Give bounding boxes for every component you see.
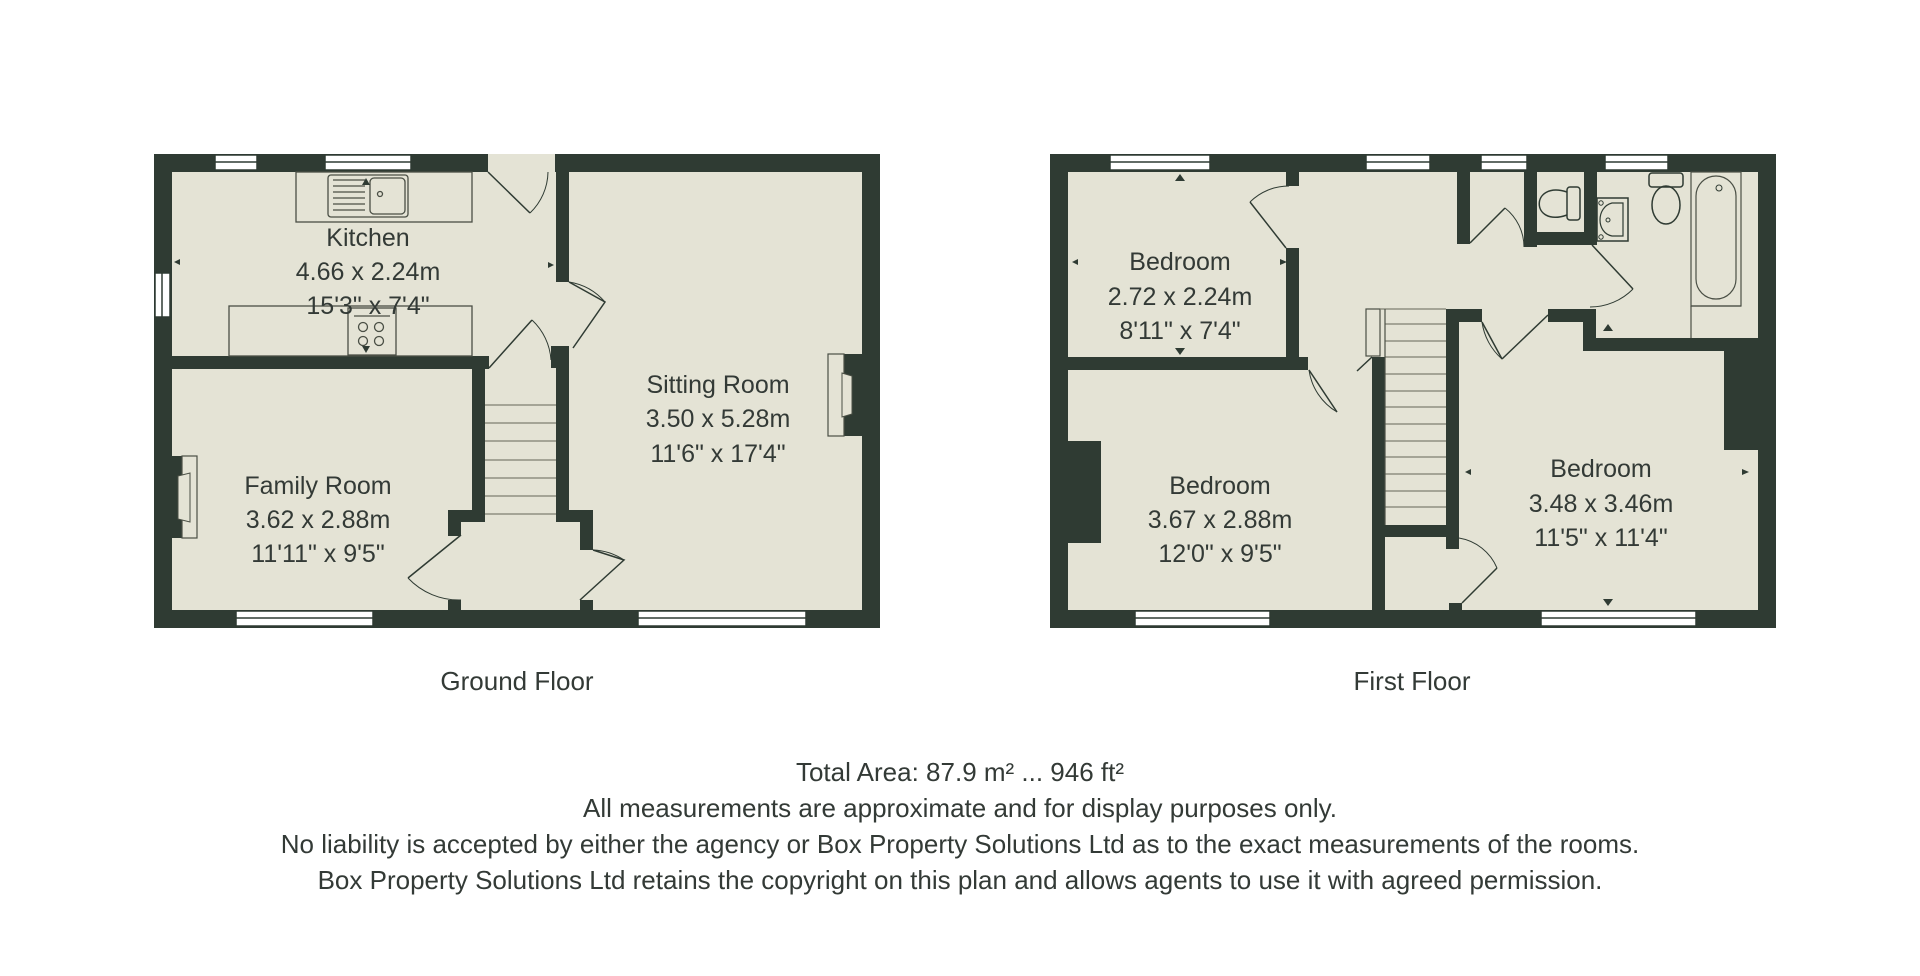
fireplace-icon [827, 353, 862, 437]
footer-notes: Total Area: 87.9 m² ... 946 ft² All meas… [0, 754, 1920, 898]
first-floor-doors [1249, 185, 1634, 604]
kitchen-imperial: 15'3" x 7'4" [306, 292, 429, 320]
family-room-metric: 3.62 x 2.88m [246, 506, 391, 534]
ground-floor-label: Ground Floor [440, 666, 594, 696]
first-floor-windows [1109, 154, 1697, 627]
first-floor-dimension-markers [1072, 174, 1749, 606]
sitting-room-imperial: 11'6" x 17'4" [650, 440, 785, 468]
ground-floor-plan: Kitchen 4.66 x 2.24m 15'3" x 7'4" Family… [154, 154, 880, 628]
bedroom-3-metric: 3.48 x 3.46m [1529, 490, 1674, 518]
disclaimer-approximate: All measurements are approximate and for… [583, 793, 1337, 823]
hob-icon [347, 307, 397, 356]
bedroom-2-name: Bedroom [1169, 472, 1270, 500]
ground-floor-windows [154, 154, 807, 627]
sink-icon [327, 174, 409, 218]
ground-floor-interior-walls [154, 172, 593, 612]
bedroom-3-imperial: 11'5" x 11'4" [1534, 524, 1667, 552]
ground-floor-stairs [485, 404, 556, 515]
bedroom-1-imperial: 8'11" x 7'4" [1119, 317, 1240, 345]
first-floor-plan: Bedroom 2.72 x 2.24m 8'11" x 7'4" Bedroo… [1050, 154, 1776, 628]
sitting-room-name: Sitting Room [646, 371, 789, 399]
sitting-room-metric: 3.50 x 5.28m [646, 405, 791, 433]
bedroom-1-name: Bedroom [1129, 248, 1230, 276]
bedroom-2-metric: 3.67 x 2.88m [1148, 506, 1293, 534]
disclaimer-copyright: Box Property Solutions Ltd retains the c… [317, 865, 1603, 895]
family-room-name: Family Room [244, 472, 391, 500]
total-area: Total Area: 87.9 m² ... 946 ft² [795, 757, 1125, 787]
ground-floor-doors [407, 171, 626, 601]
disclaimer-liability: No liability is accepted by either the a… [280, 829, 1640, 859]
kitchen-counters [228, 171, 473, 357]
family-room-imperial: 11'11" x 9'5" [251, 540, 384, 568]
fireplace-icon [172, 455, 198, 539]
toilet-icon [1648, 172, 1684, 188]
first-floor-label: First Floor [1353, 666, 1471, 696]
first-floor-stairs [1365, 308, 1446, 525]
first-floor-interior-walls [1068, 172, 1758, 612]
bedroom-3-name: Bedroom [1550, 455, 1651, 483]
basin-icon [1596, 197, 1629, 242]
kitchen-name: Kitchen [326, 224, 409, 252]
toilet-icon [1566, 186, 1581, 221]
bathroom-fixtures [1538, 171, 1742, 338]
kitchen-metric: 4.66 x 2.24m [296, 258, 441, 286]
bedroom-1-metric: 2.72 x 2.24m [1108, 283, 1253, 311]
kitchen-dimension-markers [174, 178, 554, 353]
ground-floor-fill [154, 154, 880, 628]
bedroom-2-imperial: 12'0" x 9'5" [1158, 540, 1281, 568]
